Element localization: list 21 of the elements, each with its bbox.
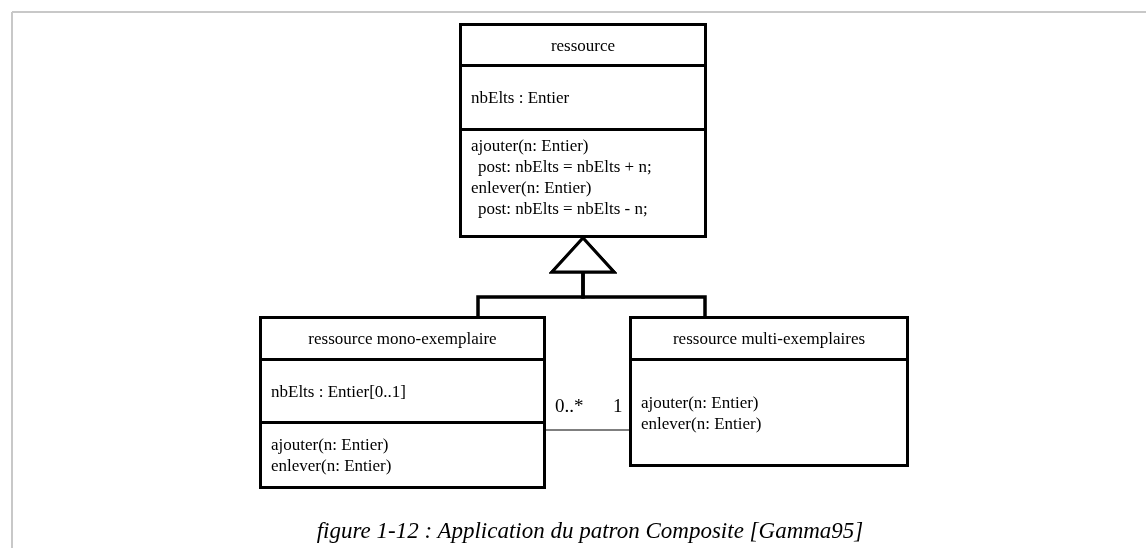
attribute-text: nbElts : Entier: [471, 87, 571, 108]
operation-text: ajouter(n: Entier): [271, 434, 390, 455]
figure-caption: figure 1-12 : Application du patron Composite [Gamma95]: [316, 517, 864, 545]
operation-text: enlever(n: Entier): [471, 177, 593, 198]
association-line: [545, 429, 630, 431]
class-name: ressource mono-exemplaire: [308, 328, 497, 349]
class-box: [259, 316, 546, 489]
inheritance-arrow: [550, 236, 707, 316]
multiplicity-label: 1: [613, 395, 623, 417]
postcondition-text: post: nbElts = nbElts - n;: [477, 198, 649, 219]
postcondition-text: post: nbElts = nbElts + n;: [477, 156, 653, 177]
class-name: ressource multi-exemplaires: [672, 328, 866, 349]
class-box: [629, 316, 909, 467]
attribute-text: nbElts : Entier[0..1]: [271, 380, 408, 402]
class-box: [459, 23, 707, 238]
operation-text: ajouter(n: Entier): [471, 135, 590, 156]
class-name: ressource: [550, 34, 616, 56]
operation-text: ajouter(n: Entier): [641, 391, 760, 413]
multiplicity-label: 0..*: [555, 395, 584, 417]
operation-text: enlever(n: Entier): [641, 412, 763, 434]
operation-text: enlever(n: Entier): [271, 455, 393, 476]
